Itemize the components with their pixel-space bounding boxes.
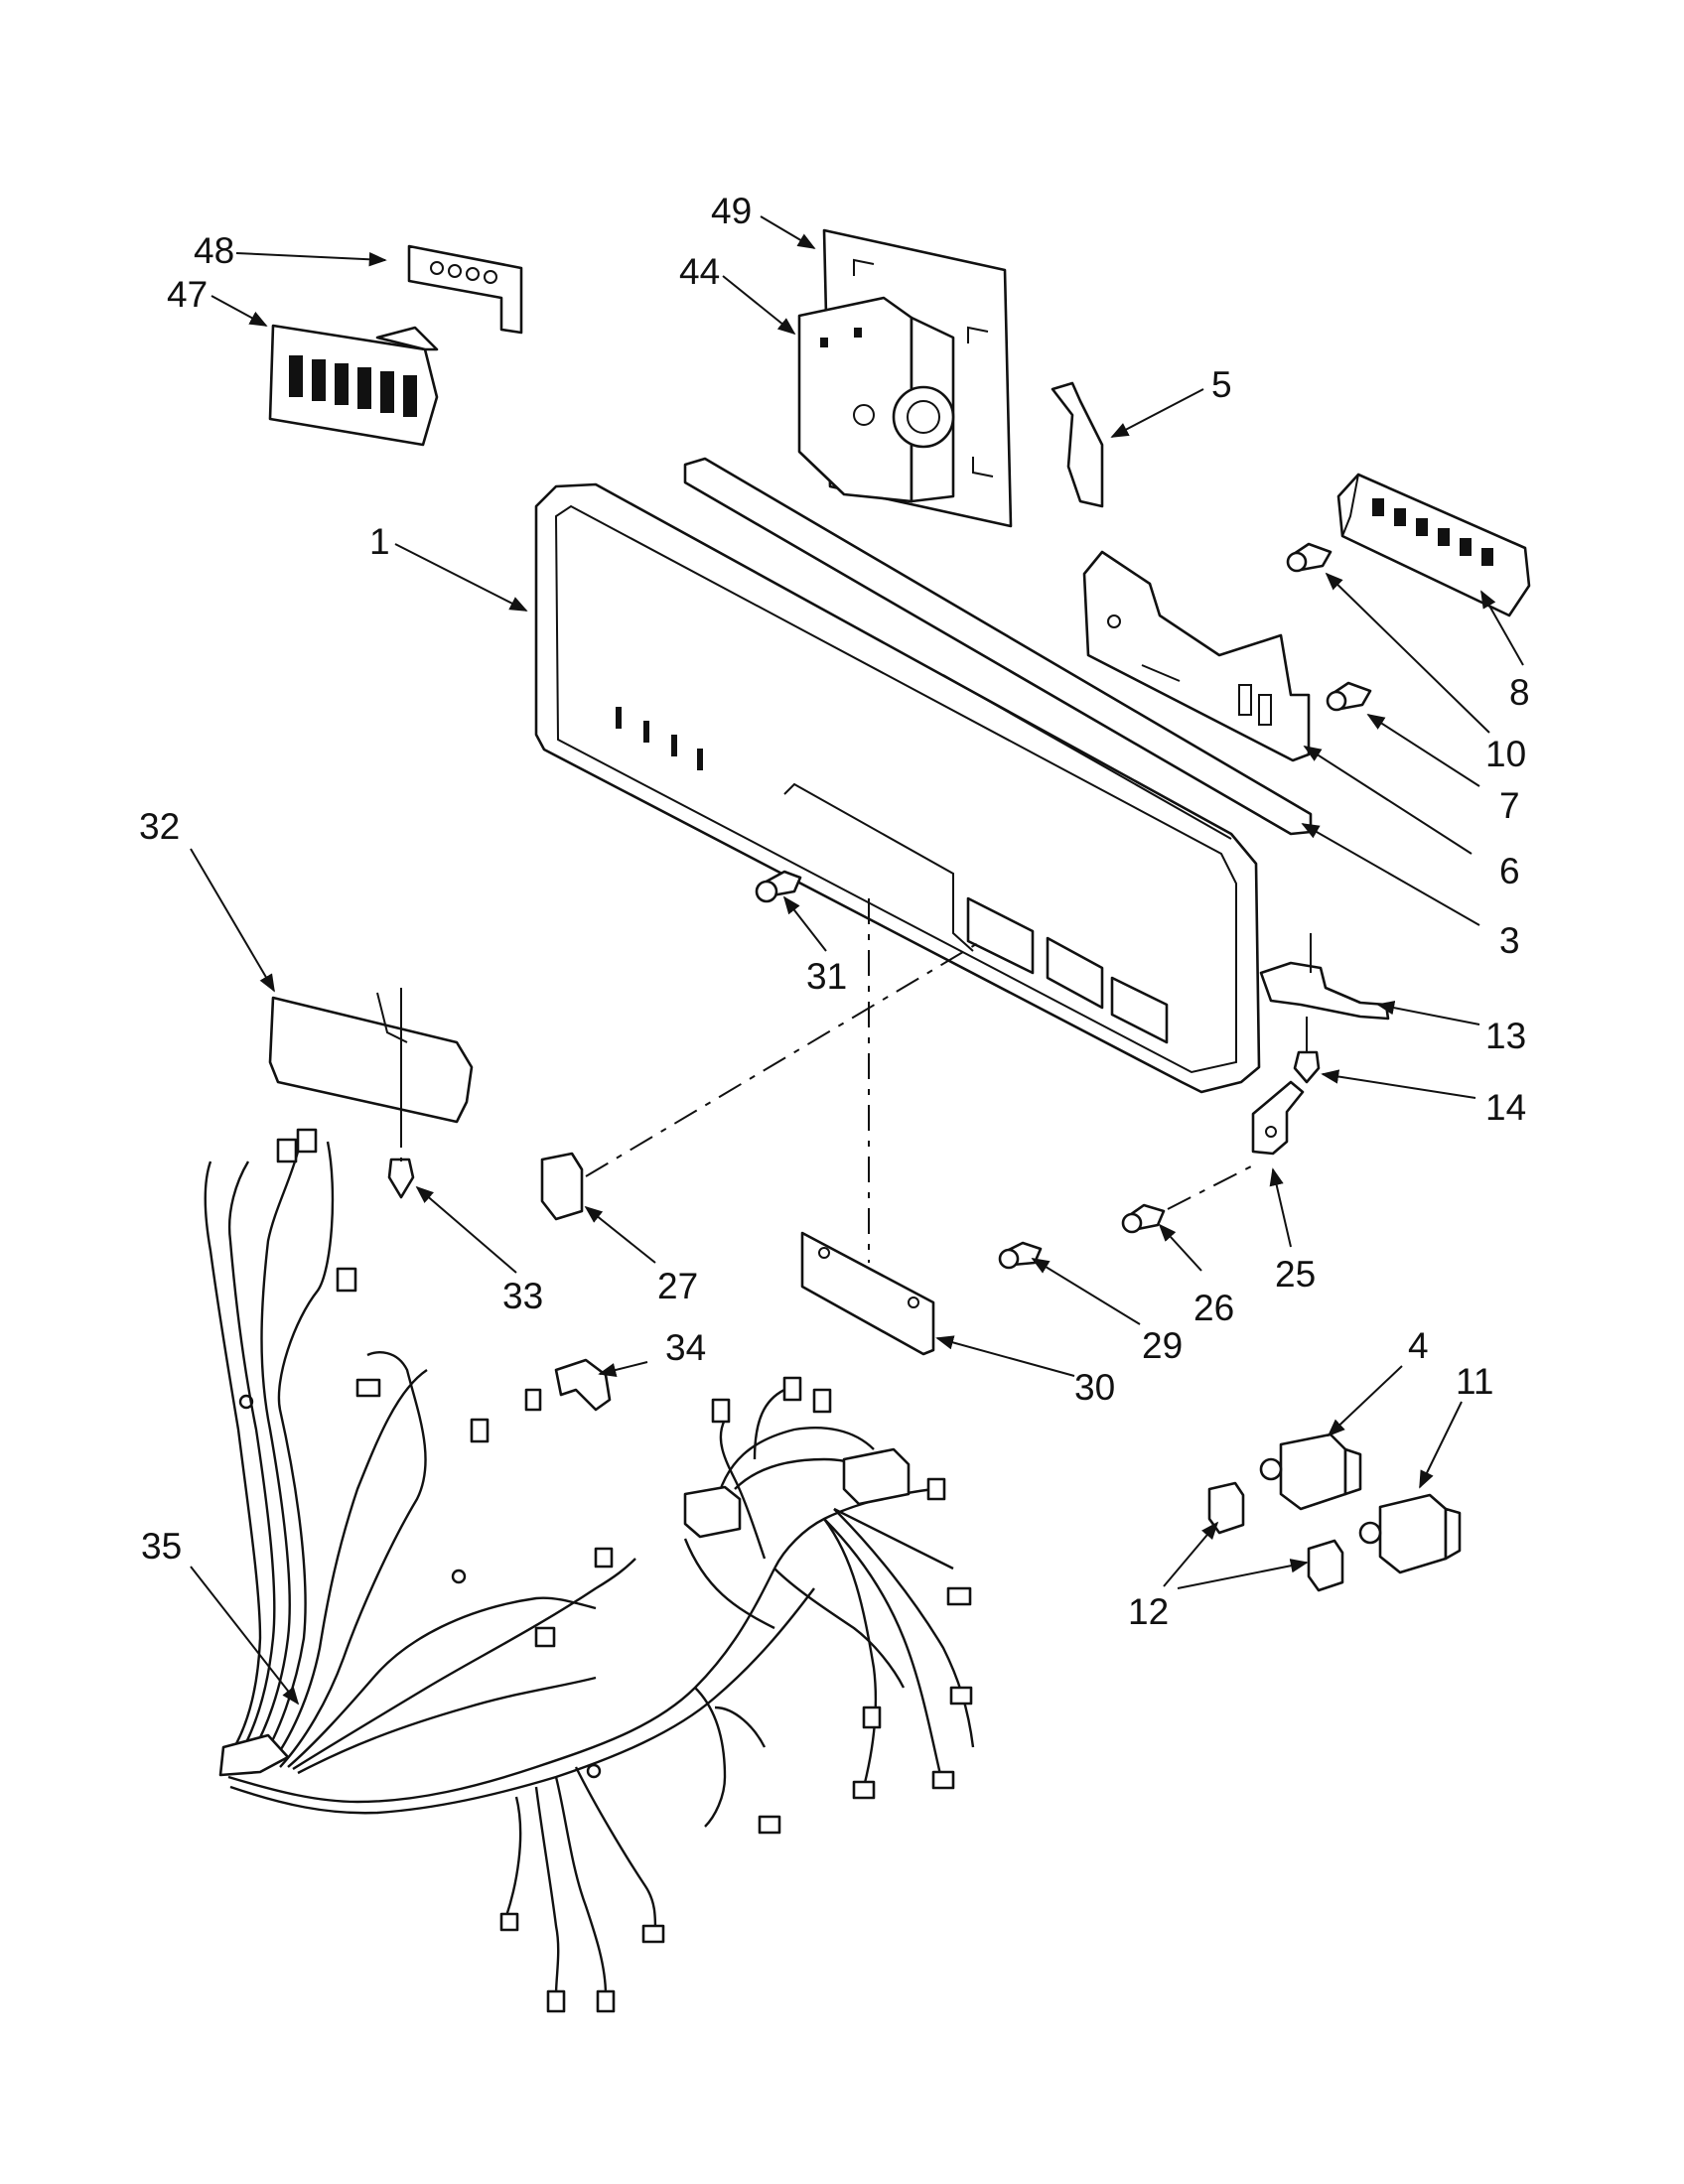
callout-13: 13 (1485, 1016, 1526, 1056)
part-27-button-cap (540, 1152, 584, 1221)
callout-35-label: 35 (141, 1526, 182, 1567)
callout-25: 25 (1275, 1254, 1316, 1295)
part-44-timer (797, 296, 955, 503)
part-1-console-panel (534, 482, 1261, 1094)
part-29-screw (998, 1241, 1043, 1270)
part-47-led-bezel (268, 324, 439, 447)
callout-49: 49 (711, 191, 752, 231)
callout-29: 29 (1142, 1325, 1183, 1366)
part-25-clip-bracket (1251, 1080, 1305, 1156)
callout-4: 4 (1408, 1325, 1429, 1366)
alignment-lines (400, 898, 1254, 1263)
callout-47: 47 (167, 274, 208, 315)
callout-27: 27 (657, 1266, 698, 1306)
part-7-screw (1326, 681, 1372, 712)
callout-26-label: 26 (1193, 1288, 1234, 1328)
part-31-screw (755, 870, 802, 903)
callout-8: 8 (1509, 672, 1530, 713)
callout-7: 7 (1499, 785, 1520, 826)
part-6-bracket (1082, 550, 1311, 762)
callout-48: 48 (194, 230, 234, 271)
callout-44: 44 (679, 251, 720, 292)
part-34-clip (554, 1358, 612, 1412)
callout-5: 5 (1211, 364, 1232, 405)
callout-3: 3 (1499, 920, 1520, 961)
part-26-screw (1121, 1203, 1166, 1234)
callout-31: 31 (806, 956, 847, 997)
part-33-screw (387, 1158, 415, 1199)
callout-32: 32 (139, 806, 180, 847)
callout-labels: 48 47 49 44 5 1 8 10 7 6 3 31 13 14 32 3… (139, 191, 1530, 1632)
part-14-screw (1293, 1017, 1321, 1084)
part-30-plate (800, 1231, 935, 1356)
callout-1: 1 (369, 521, 390, 562)
part-8-terminal-block (1336, 473, 1531, 617)
part-10-screw (1286, 542, 1333, 573)
part-35-wire-harness (204, 1128, 975, 2013)
callout-30: 30 (1074, 1367, 1115, 1408)
callout-12-label: 12 (1128, 1591, 1169, 1632)
part-13-latch (1259, 933, 1390, 1021)
callout-6: 6 (1499, 851, 1520, 891)
part-48-indicator-board (407, 244, 523, 335)
callout-33: 33 (502, 1276, 543, 1316)
part-12-switch-caps (1207, 1481, 1344, 1592)
part-5-clip (1051, 381, 1104, 508)
leader-lines (190, 215, 1524, 1706)
callout-10: 10 (1485, 734, 1526, 774)
callout-14: 14 (1485, 1087, 1526, 1128)
callout-11: 11 (1456, 1361, 1493, 1402)
part-4-switch (1259, 1433, 1362, 1511)
part-11-switch (1358, 1493, 1462, 1574)
callout-34-label: 34 (665, 1327, 706, 1368)
part-32-handle (268, 988, 474, 1142)
